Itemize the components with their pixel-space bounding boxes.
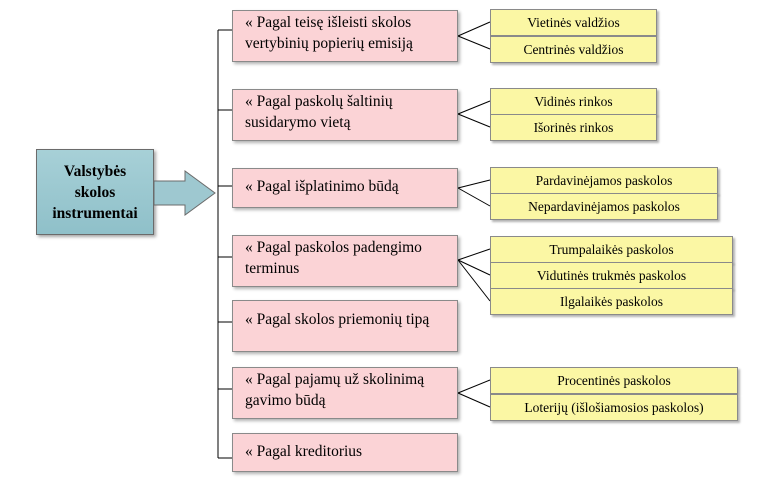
category-prefix: « (245, 443, 253, 460)
category-prefix: « (245, 239, 253, 256)
category-prefix: « (245, 93, 253, 110)
category-box: « Pagal skolos priemonių tipą (232, 300, 458, 352)
leaf-box: Loterijų (išlošiamosios paskolos) (490, 394, 738, 421)
leaf-box: Vidutinės trukmės paskolos (490, 262, 733, 289)
category-box: « Pagal paskolų šaltinių susidarymo viet… (232, 89, 458, 141)
category-label: Pagal teisę išleisti skolos vertybinių p… (245, 14, 413, 52)
root-line: skolos (74, 183, 116, 201)
category-prefix: « (245, 371, 253, 388)
category-label: Pagal paskolos padengimo terminus (245, 239, 422, 277)
category-label: Pagal skolos priemonių tipą (256, 311, 430, 328)
leaf-box: Procentinės paskolos (490, 367, 738, 394)
leaf-box: Trumpalaikės paskolos (490, 236, 733, 263)
category-prefix: « (245, 178, 253, 195)
category-box: « Pagal pajamų už skolinimą gavimo būdą (232, 367, 458, 419)
root-node: Valstybės skolos instrumentai (36, 149, 154, 235)
category-label: Pagal kreditorius (256, 443, 363, 460)
category-prefix: « (245, 311, 253, 328)
category-box: « Pagal paskolos padengimo terminus (232, 235, 458, 287)
category-box: « Pagal teisę išleisti skolos vertybinių… (232, 10, 458, 62)
category-label: Pagal paskolų šaltinių susidarymo vietą (245, 93, 393, 131)
category-label: Pagal išplatinimo būdą (256, 178, 399, 195)
root-line: instrumentai (52, 204, 138, 222)
leaf-box: Vietinės valdžios (490, 9, 657, 36)
leaf-box: Vidinės rinkos (490, 88, 657, 115)
root-line: Valstybės (63, 162, 127, 180)
category-label: Pagal pajamų už skolinimą gavimo būdą (245, 371, 425, 409)
leaf-box: Ilgalaikės paskolos (490, 288, 733, 315)
leaf-box: Nepardavinėjamos paskolos (490, 193, 718, 220)
category-box: « Pagal išplatinimo būdą (232, 168, 458, 208)
category-prefix: « (245, 14, 253, 31)
leaf-box: Pardavinėjamos paskolos (490, 167, 718, 194)
category-box: « Pagal kreditorius (232, 433, 458, 472)
arrow-right-icon (153, 170, 216, 216)
leaf-box: Centrinės valdžios (490, 36, 657, 63)
leaf-box: Išorinės rinkos (490, 114, 657, 141)
